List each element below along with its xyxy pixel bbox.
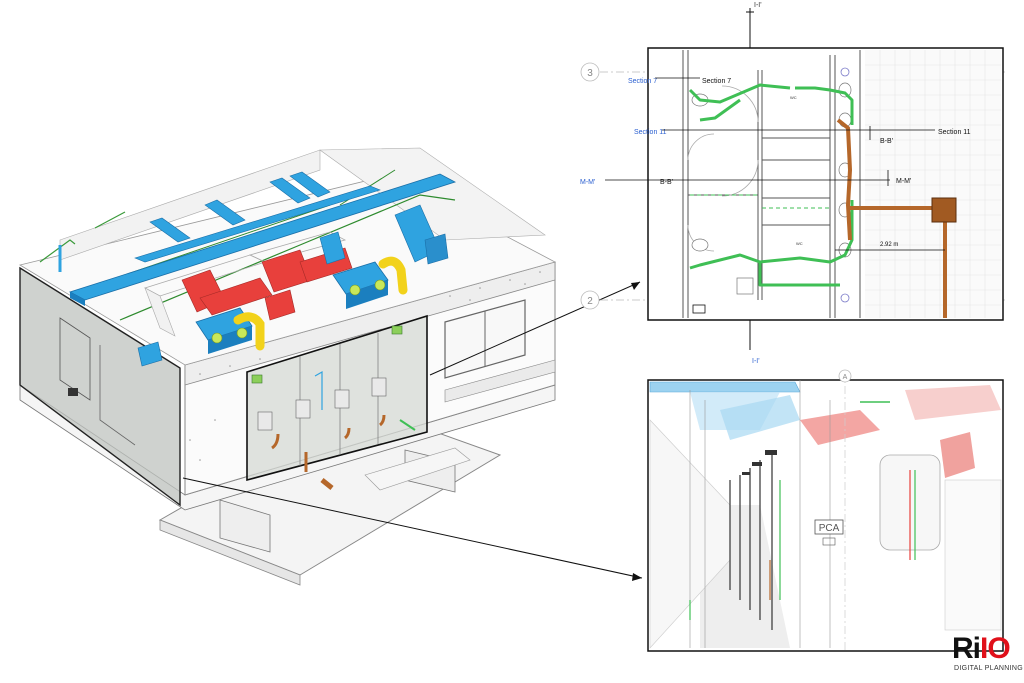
interior-red-duct-1 xyxy=(800,410,880,445)
grid-bubble-2 xyxy=(580,290,600,310)
bb-right-label: B-B' xyxy=(880,138,893,145)
callout-arrow-interior xyxy=(182,477,643,579)
toilet-1 xyxy=(257,411,273,431)
section7-left-label: Section 7 xyxy=(628,78,657,85)
section-i-top-label: I-I' xyxy=(754,2,762,9)
toilet-4 xyxy=(371,377,387,397)
secondary-duct xyxy=(134,185,381,263)
toilet-3 xyxy=(334,389,350,409)
pier-cap-2 xyxy=(364,447,471,491)
interior-view: PCA A xyxy=(647,369,1004,652)
section11-left-label: Section 11 xyxy=(634,129,667,136)
grid-bubble-a xyxy=(838,369,852,383)
plan-view: 3 2 I-I' I-I' xyxy=(580,2,1005,365)
foundation-edge xyxy=(159,519,301,586)
dimension-label: 2.92 m xyxy=(880,242,898,248)
toilet-2 xyxy=(295,399,311,419)
section11-right-label: Section 11 xyxy=(938,129,971,136)
facade-ledge xyxy=(444,359,556,403)
plan-waste-pipes xyxy=(836,118,947,318)
flex-duct-1 xyxy=(233,312,265,351)
grid-label-3: 3 xyxy=(587,68,593,79)
grid-label-a: A xyxy=(843,374,848,381)
wc-top-label: WC xyxy=(790,95,797,100)
section7-right-label: Section 7 xyxy=(702,78,731,85)
logo-tagline: DIGITAL PLANNING xyxy=(954,665,1023,672)
rio-logo: RiIO DIGITAL PLANNING xyxy=(952,632,1023,678)
grid-bubble-3 xyxy=(580,62,600,82)
waste-pipe-1 xyxy=(271,433,280,450)
pca-sign xyxy=(814,519,844,535)
parapet-right xyxy=(319,147,546,241)
mm-left-label: M-M' xyxy=(580,179,595,186)
pier-1 xyxy=(219,499,271,553)
logo-wordmark: RiIO xyxy=(952,632,1011,665)
grid-label-2: 2 xyxy=(587,296,593,307)
pca-sign-label: PCA xyxy=(819,523,840,534)
interior-ceiling-duct xyxy=(649,381,801,393)
logo-right: IO xyxy=(980,632,1011,665)
flex-duct-2 xyxy=(378,256,408,295)
wc-bottom-label: WC xyxy=(796,241,803,246)
logo-left: Ri xyxy=(952,632,981,665)
plan-green-pipes xyxy=(688,83,854,287)
interior-red-duct-2 xyxy=(940,432,975,478)
section-i-bottom-label: I-I' xyxy=(752,358,760,365)
mm-right-label: M-M' xyxy=(896,178,911,185)
mm-mid-label: B-B' xyxy=(660,179,673,186)
callout-arrow-plan xyxy=(429,281,641,376)
isometric-building xyxy=(18,147,557,586)
plan-collector-box xyxy=(931,197,957,223)
